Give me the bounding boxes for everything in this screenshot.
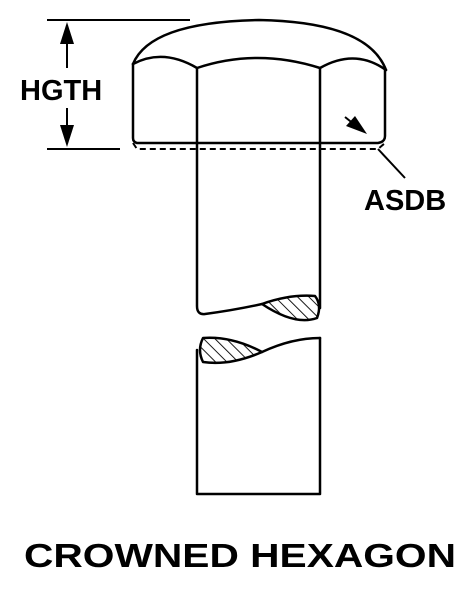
shank-lower	[195, 336, 322, 496]
upper-break-section	[260, 294, 321, 322]
lower-break-curve	[260, 336, 322, 354]
hex-head-outline	[131, 62, 387, 145]
seat-label: ASDB	[364, 185, 446, 217]
lower-break-section	[198, 336, 264, 365]
diagram-caption: CROWNED HEXAGON	[24, 537, 456, 574]
height-arrow-up-icon	[60, 22, 74, 44]
seat-leader-line	[377, 148, 406, 179]
head-crown-dome	[131, 18, 388, 72]
hex-facet-curves	[131, 55, 388, 72]
seat-arrow-head-icon	[346, 116, 367, 134]
bearing-surface-dashed	[132, 142, 386, 150]
shank-upper	[195, 141, 264, 316]
height-arrow-down-icon	[60, 125, 74, 147]
height-label: HGTH	[20, 75, 102, 107]
